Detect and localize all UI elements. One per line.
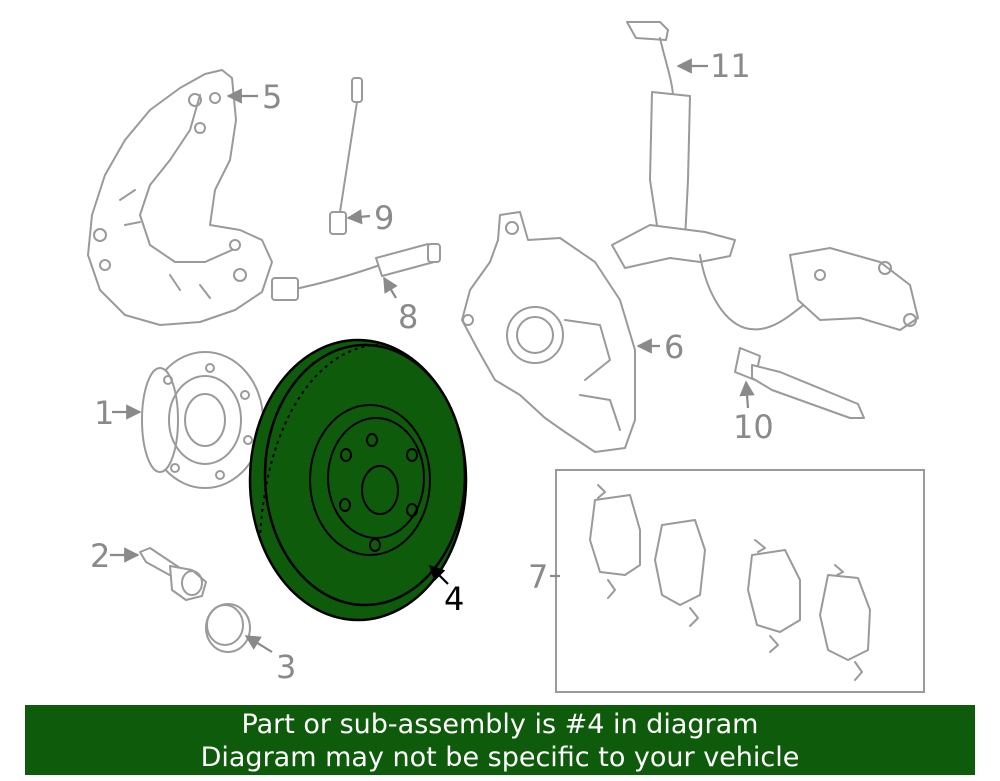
part-6-knuckle (461, 211, 636, 453)
part-2-bolt (139, 547, 207, 601)
part-4-brake-rotor (248, 338, 468, 622)
callout-10: 10 (733, 408, 774, 446)
part-1-hub (141, 351, 264, 489)
callout-4: 4 (444, 580, 464, 618)
part-7-brake-pads (555, 469, 925, 693)
callout-3: 3 (276, 648, 296, 686)
callout-6: 6 (664, 328, 684, 366)
callout-11: 11 (710, 47, 751, 85)
callout-5: 5 (262, 78, 282, 116)
callout-2: 2 (90, 537, 110, 575)
part-11-harness (611, 21, 919, 331)
part-10-sensor (734, 347, 865, 419)
part-3-cap (205, 603, 251, 653)
callout-9: 9 (374, 199, 394, 237)
part-5-splash-shield (87, 69, 273, 326)
info-banner: Part or sub-assembly is #4 in diagram Di… (25, 705, 975, 775)
callout-1: 1 (94, 394, 114, 432)
banner-line-1: Part or sub-assembly is #4 in diagram (241, 709, 759, 740)
banner-line-2: Diagram may not be specific to your vehi… (200, 742, 800, 773)
part-8-wear-sensor (271, 243, 441, 301)
callout-8: 8 (398, 298, 418, 336)
callout-7: 7 (528, 558, 548, 596)
part-9-sensor (329, 77, 363, 235)
